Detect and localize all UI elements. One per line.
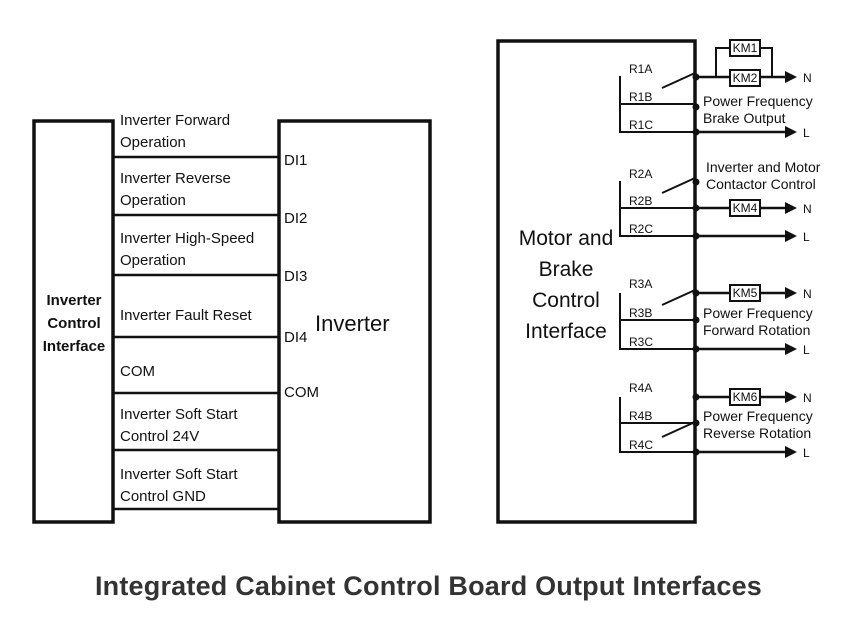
relay-contact-arm [661,421,696,438]
contact-label: R2A [629,167,652,181]
contactor-km6 [729,388,761,406]
relay-caption: Contactor Control [706,176,816,192]
motor-brake-control-interface-box [496,39,697,524]
signal-label-line: Control 24V [120,428,199,445]
relay-caption: Brake Output [703,110,786,126]
signal-high-speed-operation: Inverter High-Speed Operation DI3 [113,230,307,285]
line-label: L [803,446,810,460]
inverter-control-interface-box [32,119,115,524]
relay-caption: Power Frequency [703,305,813,321]
signal-label-line: Control GND [120,488,206,505]
signal-label-line: Inverter High-Speed [120,230,254,247]
relay-caption: Power Frequency [703,408,813,424]
contactor-label: KM6 [733,390,758,404]
pin-label: DI1 [284,152,307,169]
inverter-box [277,119,432,524]
relay-group-2: R2A R2B R2C KM4 N L Inverter and Motor C… [619,159,821,244]
contact-label: R2C [629,222,653,236]
relay-caption: Forward Rotation [703,322,810,338]
relay-group-1: R1A R1B R1C KM1 KM2 N L Power Frequency … [619,39,813,140]
inverter-label: Inverter [315,311,390,336]
line-label: L [803,230,810,244]
signal-reverse-operation: Inverter Reverse Operation DI2 [113,170,307,227]
contact-label: R1B [629,90,652,104]
signal-label-line: Inverter Soft Start [120,406,238,423]
signal-soft-start-gnd: Inverter Soft Start Control GND [113,466,279,511]
contact-label: R2B [629,194,652,208]
neutral-label: N [803,202,812,216]
interface-label-line-3: Control [532,289,600,312]
relay-caption: Reverse Rotation [703,425,811,441]
signal-label-line: Inverter Fault Reset [120,307,253,324]
neutral-label: N [803,287,812,301]
interface-label-line-4: Interface [525,320,607,343]
neutral-label: N [803,391,812,405]
contact-label: R4C [629,438,653,452]
pin-label: COM [284,384,319,401]
pin-label: DI3 [284,268,307,285]
relay-group-3: R3A R3B R3C KM5 N L Power Frequency Forw… [619,277,813,357]
pin-label: DI4 [284,329,307,346]
signal-label-line: Inverter Forward [120,112,230,129]
inverter-control-diagram: Inverter Control Interface Inverter Inve… [32,112,432,524]
signal-com: COM COM [113,363,319,401]
contact-label: R4A [629,381,652,395]
line-label: L [803,126,810,140]
contactor-label: KM2 [733,71,758,85]
contactor-label: KM5 [733,286,758,300]
relay-group-4: R4A R4B R4C KM6 N L Power Frequency Reve… [619,381,813,460]
page-title: Integrated Cabinet Control Board Output … [94,571,763,601]
contact-label: R1C [629,118,653,132]
signal-label-line: COM [120,363,155,380]
interface-label-line-2: Control [47,315,100,332]
contact-label: R3A [629,277,652,291]
contact-label: R1A [629,62,652,76]
contactor-km2 [729,69,761,87]
relay-caption: Power Frequency [703,93,813,109]
contactor-label: KM4 [733,201,758,215]
relay-caption: Inverter and Motor [706,159,821,175]
contactor-km5 [729,284,761,302]
signal-label-line: Operation [120,252,186,269]
interface-label-line-3: Interface [43,338,106,355]
relay-contact-arm [661,72,696,89]
contactor-km1 [729,39,761,57]
interface-label-line-2: Brake [539,258,594,281]
contact-label: R3C [629,335,653,349]
neutral-label: N [803,71,812,85]
relay-contact-arm [661,289,696,306]
relay-contact-arm [661,177,696,194]
signal-fault-reset: Inverter Fault Reset DI4 [113,307,307,346]
signal-soft-start-24v: Inverter Soft Start Control 24V [113,406,279,452]
interface-label-line-1: Inverter [46,292,101,309]
signal-label-line: Operation [120,134,186,151]
signal-label-line: Inverter Soft Start [120,466,238,483]
signal-label-line: Inverter Reverse [120,170,231,187]
signal-forward-operation: Inverter Forward Operation DI1 [113,112,307,169]
interface-label-line-1: Motor and [519,227,614,250]
pin-label: DI2 [284,210,307,227]
line-label: L [803,343,810,357]
contact-label: R4B [629,409,652,423]
contact-label: R3B [629,306,652,320]
contactor-km4 [729,199,761,217]
signal-label-line: Operation [120,192,186,209]
motor-brake-control-diagram: Motor and Brake Control Interface R1A R1… [496,39,821,524]
contactor-label: KM1 [733,41,758,55]
